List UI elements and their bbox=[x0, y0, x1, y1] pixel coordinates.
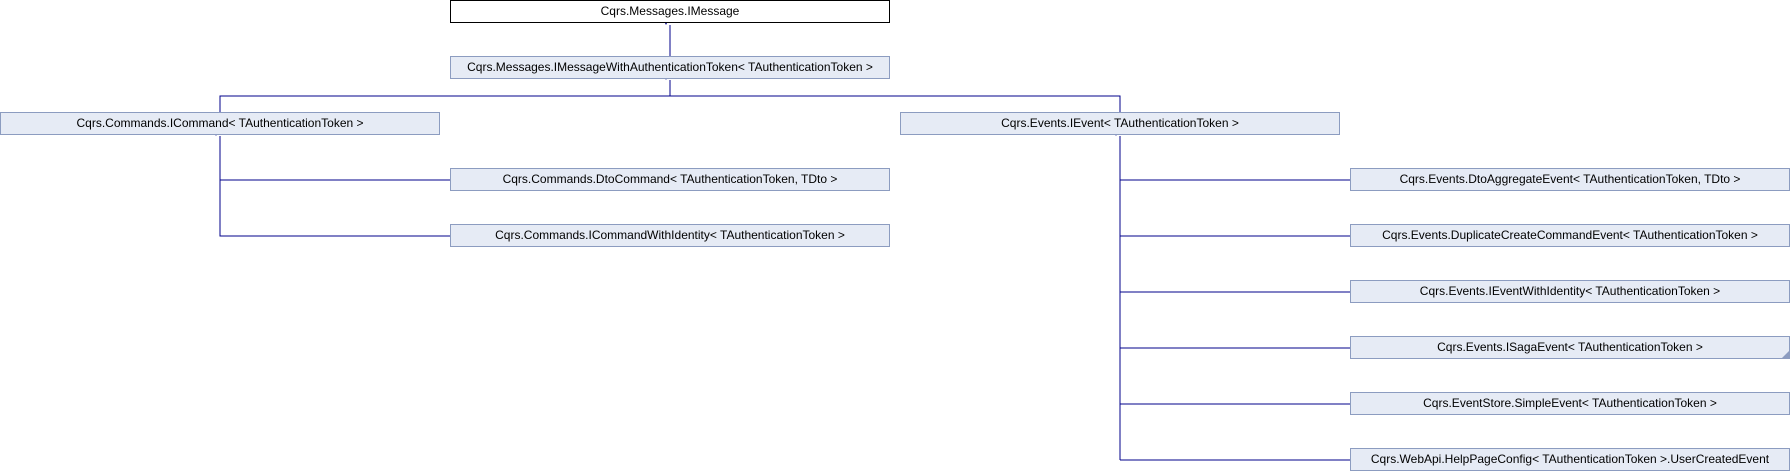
node-isaga-event[interactable]: Cqrs.Events.ISagaEvent< TAuthenticationT… bbox=[1350, 336, 1790, 359]
node-icommand[interactable]: Cqrs.Commands.ICommand< TAuthenticationT… bbox=[0, 112, 440, 135]
node-dto-command[interactable]: Cqrs.Commands.DtoCommand< TAuthenticatio… bbox=[450, 168, 890, 191]
edge-icommand-ievent-to-imessage-with-token bbox=[219, 95, 1121, 112]
edge-command-children-to-icommand bbox=[219, 179, 450, 237]
node-user-created-event[interactable]: Cqrs.WebApi.HelpPageConfig< TAuthenticat… bbox=[1350, 448, 1790, 471]
node-dto-aggregate-event[interactable]: Cqrs.Events.DtoAggregateEvent< TAuthenti… bbox=[1350, 168, 1790, 191]
node-duplicate-create-command-event[interactable]: Cqrs.Events.DuplicateCreateCommandEvent<… bbox=[1350, 224, 1790, 247]
node-imessage[interactable]: Cqrs.Messages.IMessage bbox=[450, 0, 890, 23]
node-ievent[interactable]: Cqrs.Events.IEvent< TAuthenticationToken… bbox=[900, 112, 1340, 135]
node-simple-event[interactable]: Cqrs.EventStore.SimpleEvent< TAuthentica… bbox=[1350, 392, 1790, 415]
node-imessage-with-authentication-token[interactable]: Cqrs.Messages.IMessageWithAuthentication… bbox=[450, 56, 890, 79]
node-ievent-with-identity[interactable]: Cqrs.Events.IEventWithIdentity< TAuthent… bbox=[1350, 280, 1790, 303]
node-icommand-with-identity[interactable]: Cqrs.Commands.ICommandWithIdentity< TAut… bbox=[450, 224, 890, 247]
